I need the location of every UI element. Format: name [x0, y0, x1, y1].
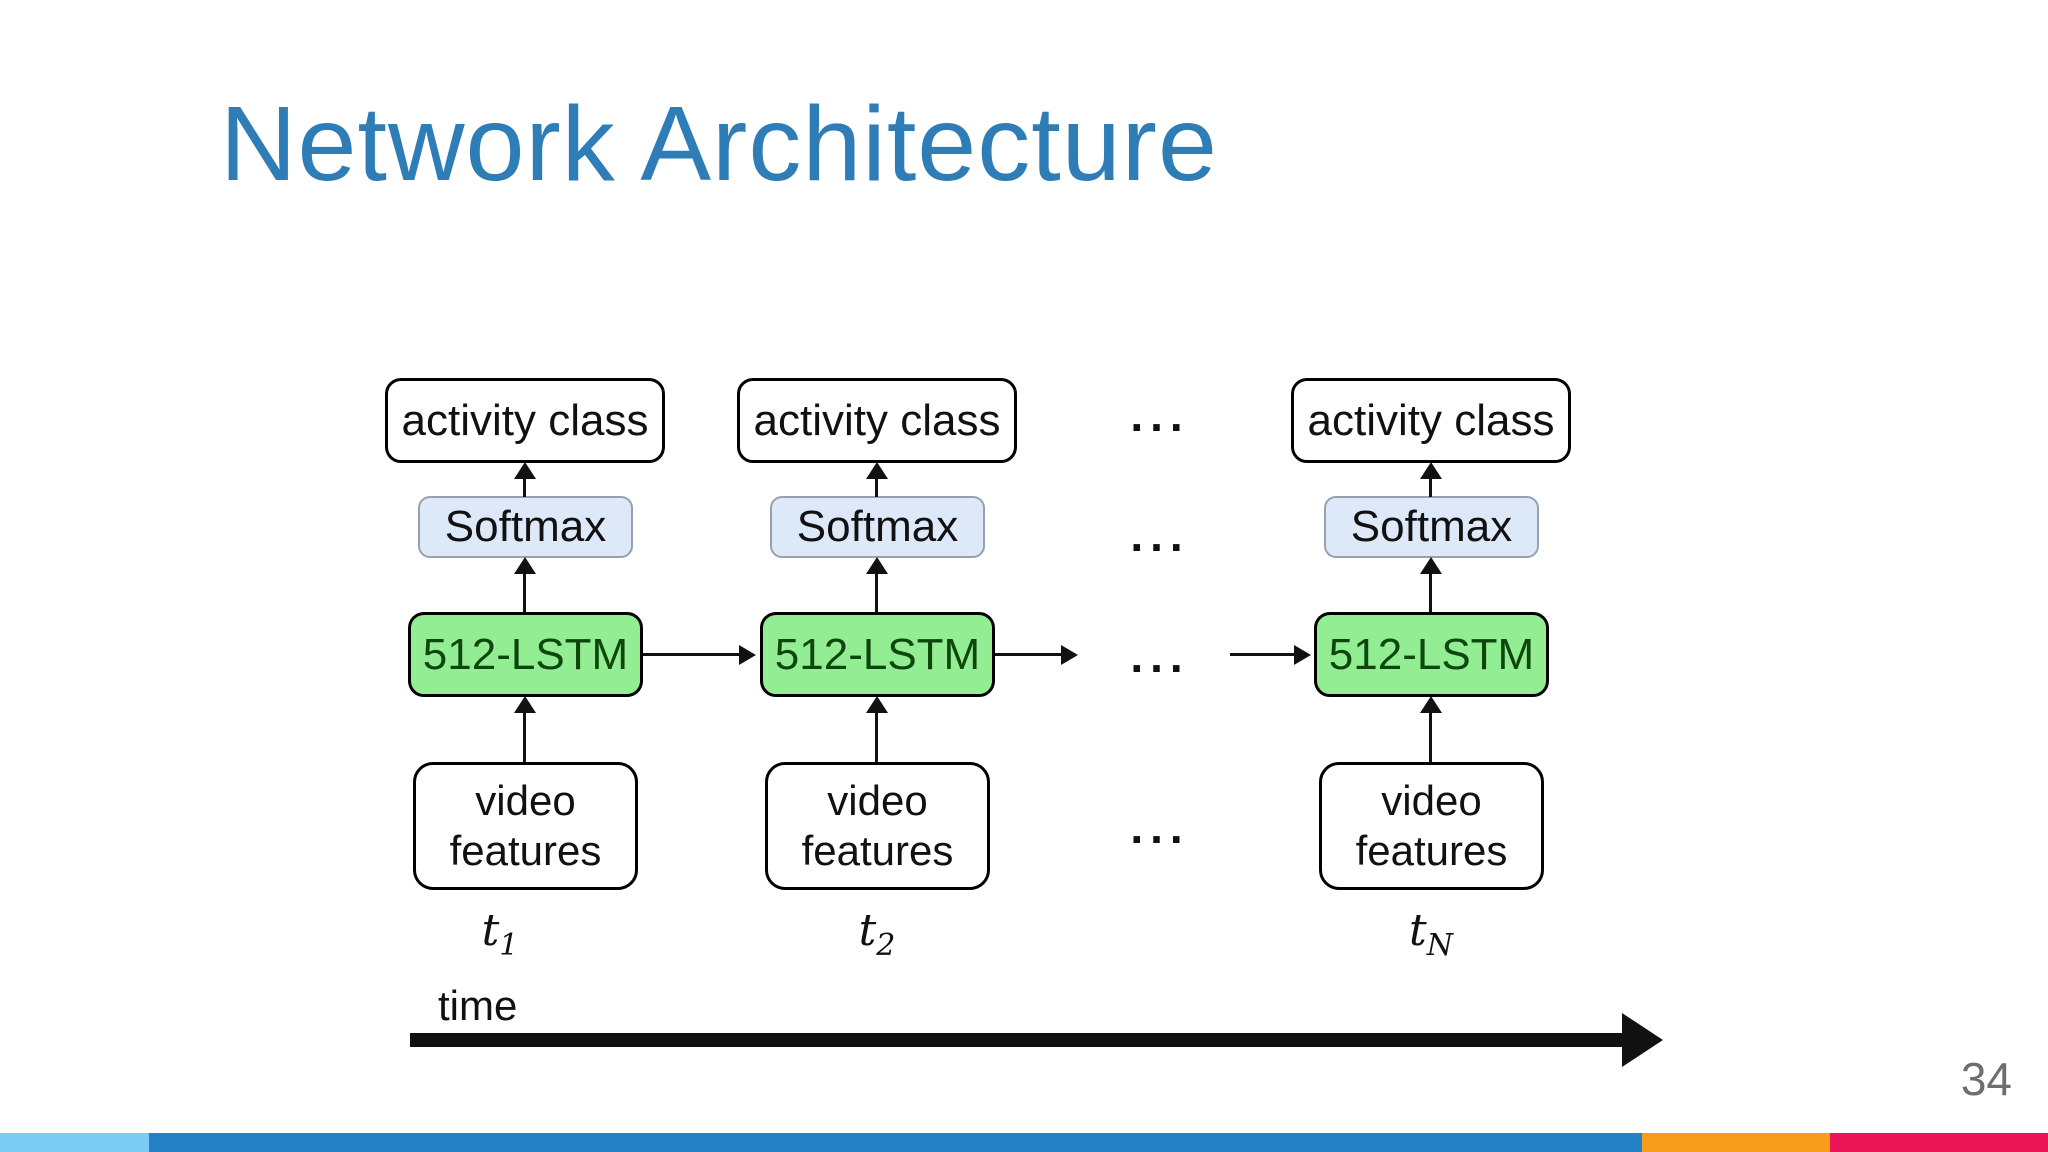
time-step-label: tN [1409, 905, 1453, 963]
video-features-box: video features [1319, 762, 1544, 890]
activity-class-box: activity class [737, 378, 1017, 463]
footer-bar [0, 1133, 2048, 1152]
lstm-box: 512-LSTM [1314, 612, 1549, 697]
lstm-box: 512-LSTM [408, 612, 643, 697]
footer-segment [1642, 1133, 1830, 1152]
activity-class-box: activity class [385, 378, 665, 463]
time-axis-label: time [438, 982, 518, 1029]
video-features-box: video features [413, 762, 638, 890]
time-step-label: t2 [858, 905, 896, 963]
softmax-box: Softmax [418, 496, 633, 558]
video-features-box: video features [765, 762, 990, 890]
page-title: Network Architecture [220, 85, 1218, 203]
footer-segment [149, 1133, 1642, 1152]
softmax-box: Softmax [770, 496, 985, 558]
ellipsis: ... [1130, 630, 1190, 682]
time-step-label: t1 [481, 905, 519, 963]
ellipsis: ... [1130, 389, 1190, 441]
ellipsis: ... [1130, 801, 1190, 853]
page-number: 34 [1960, 1053, 2012, 1105]
softmax-box: Softmax [1324, 496, 1539, 558]
footer-segment [0, 1133, 149, 1152]
activity-class-box: activity class [1291, 378, 1571, 463]
ellipsis: ... [1130, 509, 1190, 561]
footer-segment [1830, 1133, 2048, 1152]
lstm-box: 512-LSTM [760, 612, 995, 697]
